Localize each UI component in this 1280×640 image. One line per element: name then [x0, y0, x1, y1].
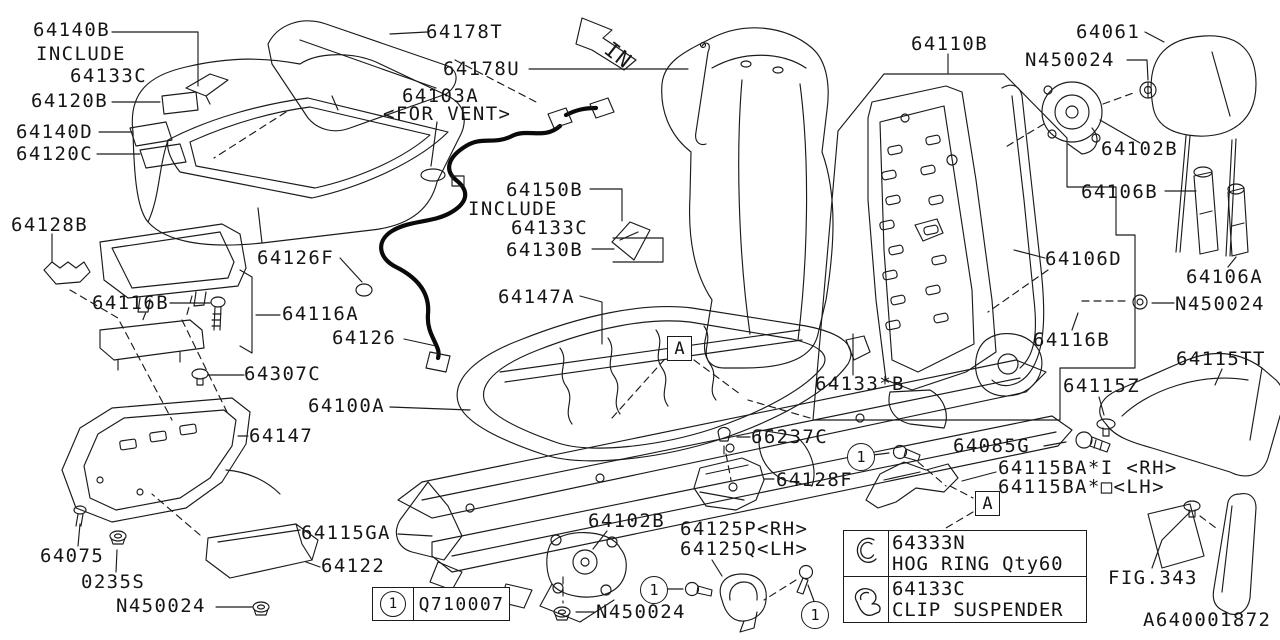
- part-label-64115ga: 64115GA: [301, 522, 391, 544]
- part-label-64128b: 64128B: [11, 214, 89, 236]
- part-label-64130b: 64130B: [506, 239, 584, 261]
- part-label-64133-b: 64133*B: [815, 373, 905, 395]
- part-label-64106d: 64106D: [1045, 248, 1123, 270]
- part-label-64115tt: 64115TT: [1176, 348, 1266, 370]
- part-label-64307c: 64307C: [244, 363, 322, 385]
- for-vent-note: <FOR VENT>: [383, 103, 512, 125]
- part-label-n450024-top: N450024: [1025, 49, 1115, 71]
- part-label-64116a: 64116A: [282, 303, 360, 325]
- clip-suspender-icon: [843, 576, 889, 623]
- part-label-64085g: 64085G: [953, 435, 1031, 457]
- part-label-64106a: 64106A: [1186, 266, 1264, 288]
- fastener-code: Q710007: [418, 593, 505, 615]
- part-label-64126f: 64126F: [257, 247, 335, 269]
- part-label-64100a: 64100A: [308, 395, 386, 417]
- seat-back-frame-drawing: [812, 73, 1136, 421]
- part-label-64116b-right: 64116B: [1033, 329, 1111, 351]
- headrest-guide-drawings: [1193, 166, 1249, 257]
- part-label-64102b-bottom: 64102B: [588, 510, 666, 532]
- part-label-64147a: 64147A: [498, 286, 576, 308]
- part-label-64061: 64061: [1076, 21, 1141, 43]
- part-label-64115ba-lh: 64115BA*□<LH>: [998, 476, 1165, 498]
- part-label-64150b: 64150B: [506, 179, 584, 201]
- hog-ring-icon: [843, 530, 889, 577]
- part-label-64122: 64122: [321, 555, 386, 577]
- part-label-64140d: 64140D: [16, 121, 94, 143]
- wire-64178u-drawing: [695, 41, 710, 146]
- part-label-64120b: 64120B: [31, 90, 109, 112]
- legend-table: 64333N HOG RING Qty60 64133C CLIP SUSPEN…: [843, 530, 1087, 623]
- part-label-64126: 64126: [332, 327, 397, 349]
- legend-part-number: 64333N: [892, 531, 966, 554]
- part-label-66237c: 66237C: [751, 426, 829, 448]
- part-label-n450024-right: N450024: [1175, 293, 1265, 315]
- part-label-64178t: 64178T: [426, 21, 504, 43]
- callout-1-marker-box: 1: [380, 591, 406, 617]
- part-label-64102b-top: 64102B: [1101, 138, 1179, 160]
- include-note: INCLUDE: [36, 43, 126, 65]
- seat-back-cover-drawing: [611, 27, 834, 369]
- leader-lines: [51, 31, 1237, 613]
- bracket-64128f-drawing: [693, 426, 765, 511]
- part-label-64133c-top: 64133C: [70, 65, 148, 87]
- hinge-cover-group-drawing: [865, 352, 1280, 509]
- part-label-64128f: 64128F: [776, 469, 854, 491]
- part-label-64140b: 64140B: [33, 19, 111, 41]
- seat-cushion-drawing: [129, 54, 465, 246]
- legend-part-desc: HOG RING Qty60: [892, 552, 1064, 575]
- legend-row-hog-ring: 64333N HOG RING Qty60: [843, 530, 1087, 577]
- part-label-64147: 64147: [249, 425, 314, 447]
- part-label-64075: 64075: [40, 545, 105, 567]
- part-label-64125q: 64125Q<LH>: [680, 538, 809, 560]
- part-label-64110b: 64110B: [911, 33, 989, 55]
- include-note-2: INCLUDE: [468, 198, 558, 220]
- recliner-motor-drawing: [1041, 81, 1157, 310]
- seat-mat-drawing: [267, 20, 457, 132]
- armrest-lid-drawing: [43, 223, 253, 386]
- part-label-64115z: 64115Z: [1063, 375, 1141, 397]
- part-label-0235s: 0235S: [81, 571, 146, 593]
- legend-row-clip-suspender: 64133C CLIP SUSPENDER: [843, 576, 1087, 623]
- legend-part-number: 64133C: [892, 577, 966, 600]
- figure-id-label: A640001872: [1143, 609, 1272, 631]
- side-shield-drawing: [205, 523, 319, 579]
- lifter-motor-drawing: [539, 532, 627, 623]
- callout-1-marker-left: 1: [640, 576, 668, 604]
- part-label-n450024-bottom-center: N450024: [596, 601, 686, 623]
- part-label-64125p: 64125P<RH>: [680, 518, 809, 540]
- vent-harness-connectors: [355, 97, 615, 373]
- fastener-code-box: 1 Q710007: [372, 587, 510, 621]
- part-label-64133c-center: 64133C: [511, 217, 589, 239]
- belt-guide-64125-drawing: [684, 564, 814, 633]
- part-label-64120c: 64120C: [16, 143, 94, 165]
- part-label-64103a: 64103A: [402, 85, 480, 107]
- bottom-left-hardware: [73, 505, 270, 616]
- section-marker-a-1: A: [667, 336, 692, 361]
- callout-1-marker-right: 1: [847, 443, 875, 471]
- part-label-64106b: 64106B: [1081, 181, 1159, 203]
- direction-arrow-icon: [575, 17, 637, 71]
- fastener-code-callout-cell: 1: [373, 588, 414, 620]
- part-label-64116b-left: 64116B: [92, 292, 170, 314]
- part-label-64115ba-rh: 64115BA*I <RH>: [998, 457, 1178, 479]
- headrest-drawing: [1150, 35, 1257, 257]
- callout-1-marker-center: 1: [801, 601, 829, 629]
- legend-part-desc: CLIP SUSPENDER: [892, 598, 1064, 621]
- section-marker-a-2: A: [975, 491, 1000, 516]
- part-label-n450024-bottom-left: N450024: [116, 595, 206, 617]
- dashed-construction-lines: [69, 59, 1217, 604]
- fig343-trim-drawing: [1147, 493, 1257, 615]
- part-label-64178u: 64178U: [443, 58, 521, 80]
- fig-ref-label: FIG.343: [1108, 567, 1198, 589]
- seat-tray-drawing: [61, 397, 281, 523]
